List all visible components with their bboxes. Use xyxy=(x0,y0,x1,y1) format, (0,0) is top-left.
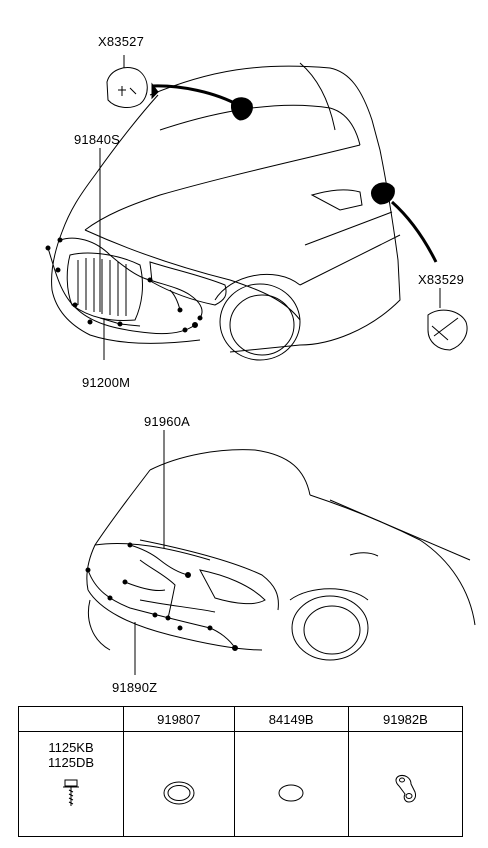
callout-91840s: 91840S xyxy=(74,132,121,147)
header-cell-84149b: 84149B xyxy=(233,706,349,732)
parts-table-row: 1125KB 1125DB xyxy=(18,731,464,837)
grommet-icon xyxy=(163,781,195,805)
front-car-body xyxy=(149,65,401,353)
bolt-icon xyxy=(63,779,79,806)
clip-cell xyxy=(347,731,464,837)
callout-x83527: X83527 xyxy=(98,34,145,49)
part-1125db: 1125DB xyxy=(47,755,94,770)
grommet-cell xyxy=(123,731,235,837)
callout-91890z: 91890Z xyxy=(112,680,158,695)
header-cell-empty xyxy=(18,706,124,732)
header-cell-919807: 919807 xyxy=(123,706,235,732)
header-cell-91982b: 91982B xyxy=(347,706,464,732)
parts-table-header: 919807 84149B 91982B xyxy=(18,706,464,732)
callout-x83529: X83529 xyxy=(418,272,465,287)
callout-91200m: 91200M xyxy=(82,375,131,390)
callout-91960a: 91960A xyxy=(144,414,191,429)
ring-cell xyxy=(233,731,349,837)
wiring-diagram-art xyxy=(45,55,476,675)
parts-table: 919807 84149B 91982B 1125KB 1125DB xyxy=(18,706,464,837)
ring-icon xyxy=(278,784,304,802)
rear-car-body xyxy=(149,449,311,496)
part-1125kb: 1125KB xyxy=(48,740,94,755)
clip-icon xyxy=(395,775,417,803)
bolt-cell: 1125KB 1125DB xyxy=(18,731,124,837)
